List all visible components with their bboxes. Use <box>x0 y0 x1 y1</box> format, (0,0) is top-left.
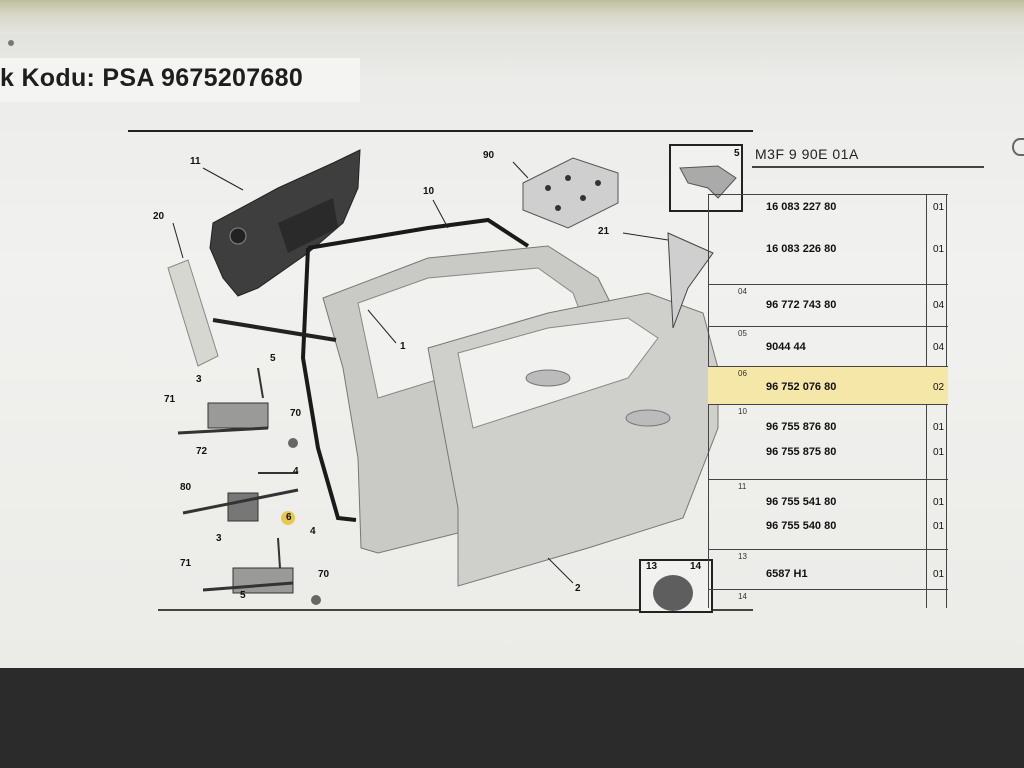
label-11: 11 <box>190 156 201 167</box>
label-1: 1 <box>400 341 406 352</box>
row-index: 11 <box>738 482 747 491</box>
part-qty: 01 <box>933 202 945 213</box>
page-title: k Kodu: PSA 9675207680 <box>0 64 304 92</box>
label-6: 6 <box>286 512 292 523</box>
label-80: 80 <box>180 482 192 493</box>
label-3-upper: 3 <box>196 374 202 385</box>
part-number: 96 755 875 80 <box>766 446 837 458</box>
upper-hinge <box>177 367 298 448</box>
part-qty: 01 <box>933 569 945 580</box>
label-14: 14 <box>690 561 702 572</box>
door-parts-diagram: 11 10 90 5 20 21 1 5 3 71 70 72 4 80 6 4… <box>128 128 753 613</box>
part-number: 96 755 876 80 <box>766 421 837 433</box>
row-index: 13 <box>738 552 747 561</box>
label-21: 21 <box>598 226 610 237</box>
part-qty: 01 <box>933 422 945 433</box>
label-5-box: 5 <box>734 148 740 159</box>
part-qty: 04 <box>933 300 945 311</box>
label-4-lower: 4 <box>310 526 316 537</box>
label-4-upper: 4 <box>293 466 299 477</box>
label-10: 10 <box>423 186 435 197</box>
table-row[interactable]: 11 96 755 541 80 01 96 755 540 80 01 <box>708 479 948 550</box>
table-row[interactable]: 10 96 755 876 80 01 96 755 875 80 01 <box>708 404 948 480</box>
table-row[interactable]: 04 96 772 743 80 04 <box>708 284 948 327</box>
browser-top-bar <box>0 0 1024 34</box>
part-number: 96 755 540 80 <box>766 520 837 532</box>
part-number: 96 772 743 80 <box>766 299 837 311</box>
row-index: 14 <box>738 592 747 601</box>
table-row[interactable]: 14 <box>708 589 948 609</box>
table-row[interactable]: 13 6587 H1 01 <box>708 549 948 590</box>
door-seal <box>300 217 530 522</box>
row-index: 10 <box>738 407 747 416</box>
part-number: 9044 44 <box>766 341 806 353</box>
part-number: 96 752 076 80 <box>766 381 837 393</box>
label-5-upper: 5 <box>270 353 276 364</box>
title-strip <box>0 58 360 102</box>
divider <box>752 166 984 168</box>
dot-icon <box>8 40 14 46</box>
part-qty: 01 <box>933 521 945 532</box>
part-qty: 01 <box>933 447 945 458</box>
parts-table: 16 083 227 80 01 16 083 226 80 01 04 96 … <box>708 194 948 608</box>
refresh-icon[interactable] <box>1012 138 1024 156</box>
screen: k Kodu: PSA 9675207680 <box>0 0 1024 668</box>
label-5-lower: 5 <box>240 590 246 601</box>
diagram-reference: M3F 9 90E 01A <box>755 146 859 162</box>
part-number: 16 083 226 80 <box>766 243 837 255</box>
trim-strip <box>167 259 219 367</box>
part-number: 96 755 541 80 <box>766 496 837 508</box>
label-3-lower: 3 <box>216 533 222 544</box>
part-qty: 02 <box>933 382 945 393</box>
label-2: 2 <box>575 583 581 594</box>
part-qty: 01 <box>933 497 945 508</box>
door-check-strap <box>182 472 299 525</box>
sound-insulation-patch <box>522 157 619 229</box>
part-qty: 01 <box>933 244 945 255</box>
lower-hinge <box>202 537 321 605</box>
row-index: 05 <box>738 329 747 338</box>
label-70-upper: 70 <box>290 408 302 419</box>
label-90: 90 <box>483 150 495 161</box>
label-71-upper: 71 <box>164 394 176 405</box>
table-row[interactable]: 16 083 227 80 01 16 083 226 80 01 <box>708 194 948 285</box>
label-20: 20 <box>153 211 165 222</box>
label-71-lower: 71 <box>180 558 192 569</box>
label-70-lower: 70 <box>318 569 330 580</box>
part-qty: 04 <box>933 342 945 353</box>
label-72: 72 <box>196 446 208 457</box>
row-index: 04 <box>738 287 747 296</box>
table-row[interactable]: 05 9044 44 04 <box>708 326 948 367</box>
row-index: 06 <box>738 369 747 378</box>
part-number: 6587 H1 <box>766 568 808 580</box>
label-13: 13 <box>646 561 658 572</box>
table-row-selected[interactable]: 06 96 752 076 80 02 <box>708 366 948 405</box>
part-number: 16 083 227 80 <box>766 201 837 213</box>
door-trim-corner <box>667 232 714 329</box>
